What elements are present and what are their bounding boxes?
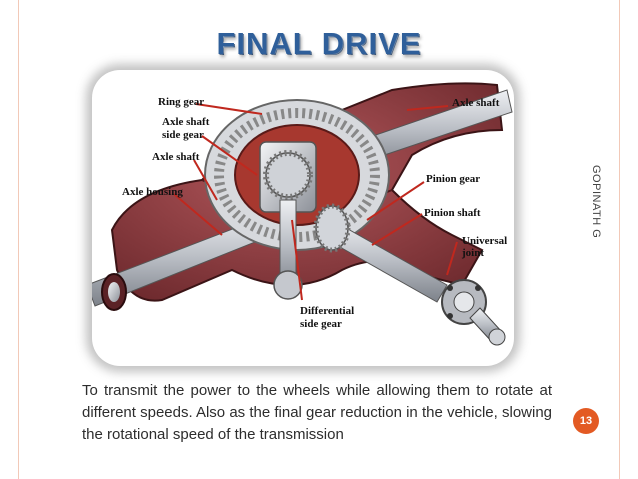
label-axle-housing: Axle housing — [122, 186, 183, 198]
leader-lines — [173, 103, 458, 301]
label-ring-gear: Ring gear — [158, 96, 204, 108]
label-differential-side-gear-line2: side gear — [300, 318, 342, 330]
label-universal-joint-line1: Universal — [462, 235, 507, 247]
diagram-svg: Ring gear Axle shaft Axle shaft side gea… — [92, 82, 513, 346]
page-number-badge: 13 — [573, 408, 599, 434]
label-pinion-gear: Pinion gear — [426, 173, 480, 185]
label-axle-shaft-left: Axle shaft — [152, 151, 200, 163]
slide-title: FINAL DRIVE — [216, 26, 422, 61]
slide-frame — [18, 0, 620, 479]
pinion-shape — [313, 203, 448, 303]
label-differential-side-gear-line1: Differential — [300, 305, 354, 317]
slide-body-text: To transmit the power to the wheels whil… — [82, 382, 553, 443]
universal-joint-shape — [441, 279, 506, 346]
label-universal-joint-line2: joint — [461, 247, 484, 259]
label-axle-shaft-side-gear-line1: Axle shaft — [162, 116, 210, 128]
author-name: GOPINATH G — [590, 165, 602, 239]
label-pinion-shaft: Pinion shaft — [424, 207, 481, 219]
label-axle-shaft-side-gear-line2: side gear — [162, 129, 204, 141]
label-axle-shaft-top: Axle shaft — [452, 97, 500, 109]
final-drive-diagram: Ring gear Axle shaft Axle shaft side gea… — [92, 70, 514, 366]
